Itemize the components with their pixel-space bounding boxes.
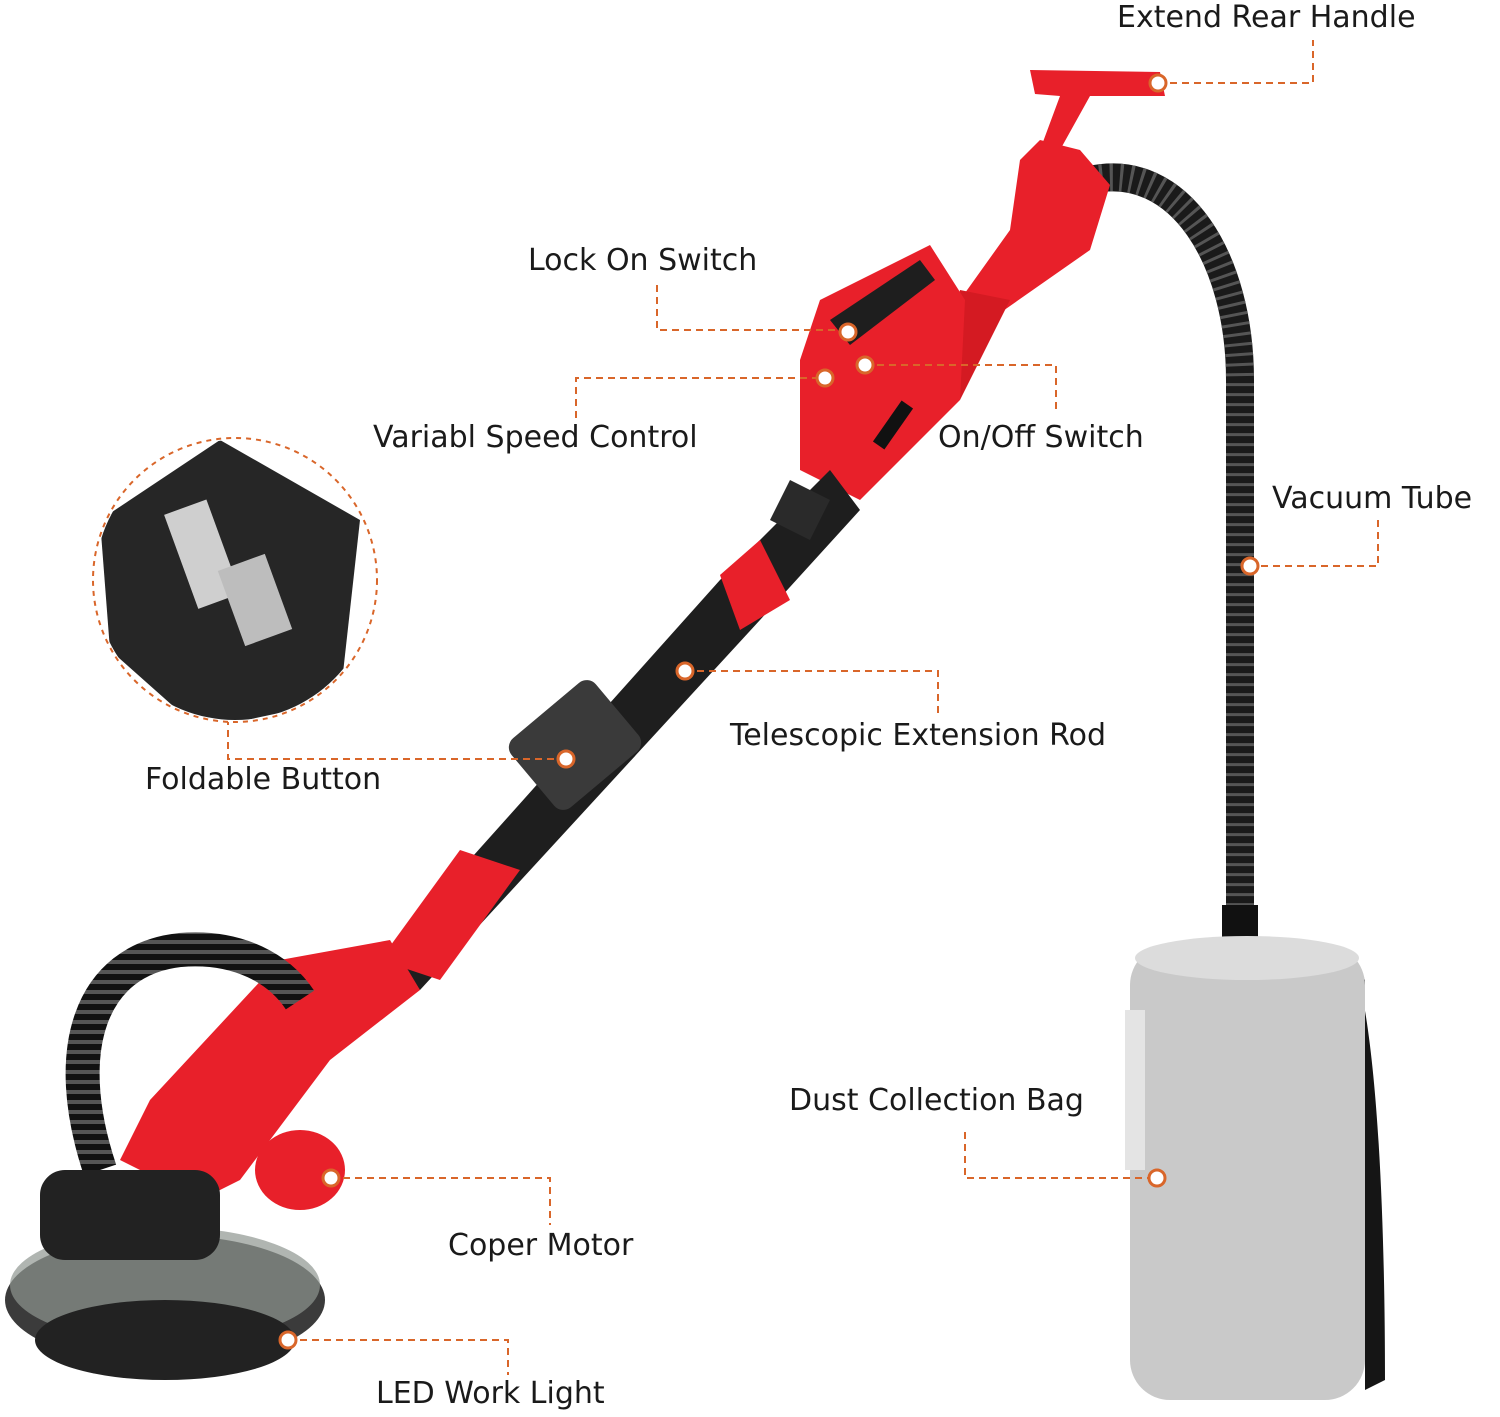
callout-dots [278, 73, 1260, 1350]
label-lock-on-switch: Lock On Switch [528, 243, 758, 278]
label-variable-speed-control: Variabl Speed Control [373, 420, 698, 455]
callout-lines [227, 40, 1379, 1375]
vacuum-tube [1086, 163, 1254, 910]
label-foldable-button: Foldable Button [145, 762, 382, 797]
label-led-work-light: LED Work Light [376, 1376, 605, 1411]
label-telescopic-extension-rod: Telescopic Extension Rod [730, 718, 1107, 753]
dust-collection-bag [1125, 936, 1385, 1400]
label-vacuum-tube: Vacuum Tube [1272, 481, 1473, 516]
label-extend-rear-handle: Extend Rear Handle [1117, 0, 1416, 35]
label-on-off-switch: On/Off Switch [938, 420, 1144, 455]
foldable-button-inset [92, 437, 378, 723]
tool-body [5, 70, 1165, 1380]
label-dust-collection-bag: Dust Collection Bag [789, 1083, 1084, 1118]
label-coper-motor: Coper Motor [448, 1228, 634, 1263]
